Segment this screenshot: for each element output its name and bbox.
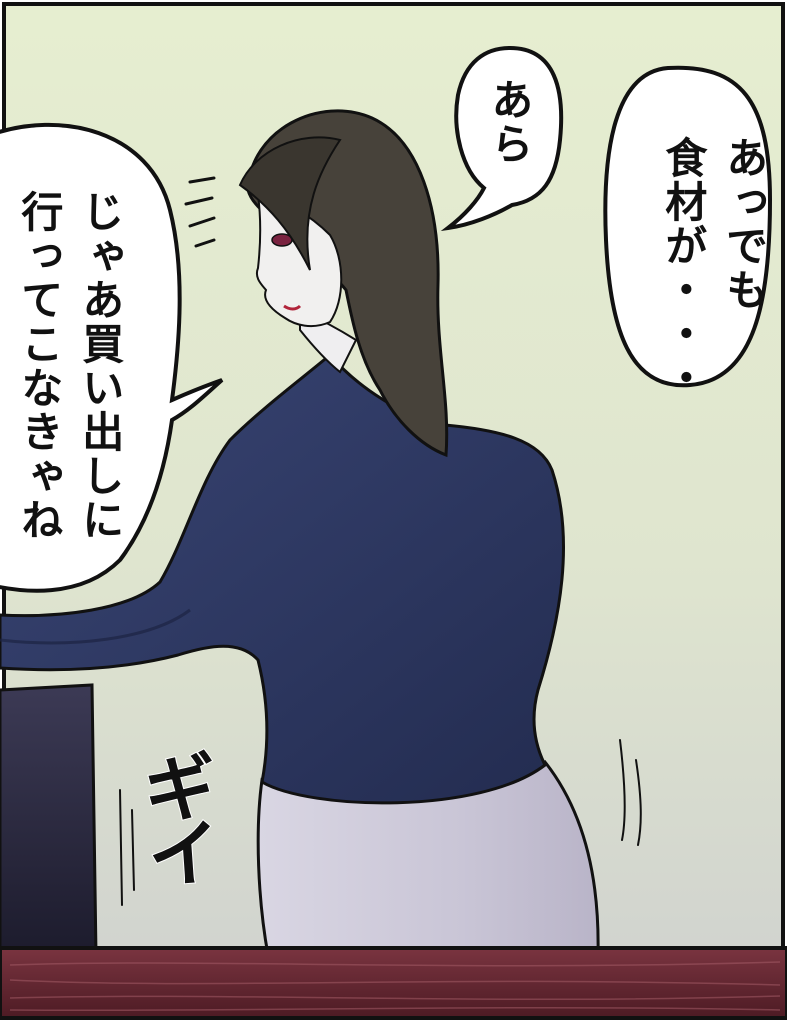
- motion-lines-hip: [619, 739, 642, 846]
- speech-bubble-left-text: じゃあ買い出しに 行ってこなきゃね: [14, 190, 125, 542]
- arm-shadow: [0, 608, 191, 645]
- lips: [283, 304, 302, 311]
- speech-bubble-middle-text: あら: [484, 78, 534, 166]
- face: [256, 193, 343, 328]
- speech-bubble-left: [0, 122, 224, 593]
- counter-wood-grain: [9, 961, 781, 1012]
- speech-bubble-right: [603, 65, 773, 388]
- motion-lines-head: [184, 176, 216, 248]
- speech-bubble-middle: [440, 45, 564, 232]
- speech-bubble-right-text: あっでも 食材が・・・: [658, 136, 769, 400]
- dark-cabinet: [0, 683, 98, 960]
- sound-effect-text: ギイ: [127, 746, 224, 886]
- motion-lines-door: [119, 789, 135, 906]
- sweater: [0, 352, 565, 805]
- hair-fringe: [238, 136, 342, 271]
